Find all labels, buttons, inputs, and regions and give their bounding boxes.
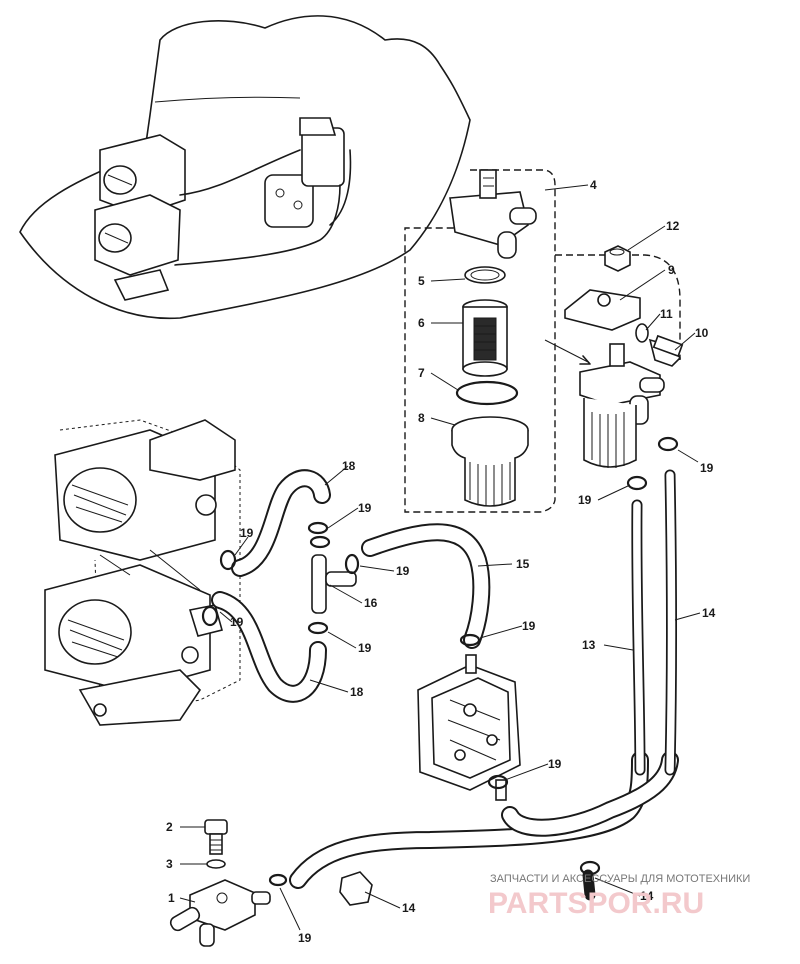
hoses	[211, 469, 679, 889]
filter-element	[462, 299, 508, 377]
callout-17: 16	[364, 596, 378, 610]
callout-14-right: 14	[640, 889, 654, 903]
callout-2: 2	[166, 820, 173, 834]
callout-19-pump-bottom: 19	[548, 757, 562, 771]
callout-18-upper: 18	[342, 459, 356, 473]
callout-19-t-side: 19	[396, 564, 410, 578]
callout-12: 12	[666, 219, 680, 233]
filter-assembly-bracket	[404, 169, 556, 513]
callout-19-t-upper: 19	[358, 501, 372, 515]
bracket	[564, 289, 641, 331]
callout-19-carb-lower: 19	[230, 615, 244, 629]
callout-19-filter-left: 19	[578, 493, 592, 507]
filter-cup	[451, 416, 529, 507]
bolt-2-head	[204, 819, 228, 835]
callout-18-lower: 18	[350, 685, 364, 699]
filter-cover	[449, 169, 537, 259]
callout-3: 3	[166, 857, 173, 871]
callout-labels: 4 5 6 7 8 12 9 11 10 19 19 18 19 19 16 1…	[166, 178, 716, 945]
callout-7: 7	[418, 366, 425, 380]
callout-4: 4	[590, 178, 597, 192]
callout-19-t-lower: 19	[358, 641, 372, 655]
mounting-hardware	[564, 245, 684, 367]
callout-5: 5	[418, 274, 425, 288]
washer-3	[206, 859, 226, 869]
hose-clips	[201, 436, 679, 887]
callout-19-carb-upper: 19	[240, 526, 254, 540]
nut	[604, 245, 631, 272]
callout-6: 6	[418, 316, 425, 330]
callout-11: 11	[660, 307, 673, 321]
fuel-lines	[582, 469, 677, 901]
washer	[635, 323, 649, 343]
filter-assembled	[579, 343, 665, 468]
callout-9: 9	[668, 263, 675, 277]
callout-19-filter-right: 19	[700, 461, 714, 475]
leader-lines	[179, 184, 701, 931]
callout-13: 13	[582, 638, 596, 652]
watermark-tagline: ЗАПЧАСТИ И АКСЕССУАРЫ ДЛЯ МОТОТЕХНИКИ	[490, 873, 750, 885]
t-joint	[311, 554, 357, 614]
callout-19-connector: 19	[298, 931, 312, 945]
o-ring-large	[455, 380, 519, 406]
callout-8: 8	[418, 411, 425, 425]
fuel-pump	[417, 654, 521, 801]
callout-1: 1	[168, 891, 175, 905]
fuel-connector-hardware	[169, 819, 373, 947]
connector-1	[189, 879, 256, 931]
callout-16: 15	[516, 557, 530, 571]
callout-15: 14	[702, 606, 716, 620]
callout-19-pump-top: 19	[522, 619, 536, 633]
callout-14-clamp: 14	[402, 901, 416, 915]
watermark: ЗАПЧАСТИ И АКСЕССУАРЫ ДЛЯ МОТОТЕХНИКИ PA…	[488, 873, 750, 920]
carburetor-pair	[44, 419, 241, 726]
filter-bracket-extension	[555, 254, 681, 360]
callout-10: 10	[695, 326, 709, 340]
watermark-logo: PARTSPOR.RU	[488, 887, 704, 920]
engine-overview-inset	[19, 15, 471, 320]
